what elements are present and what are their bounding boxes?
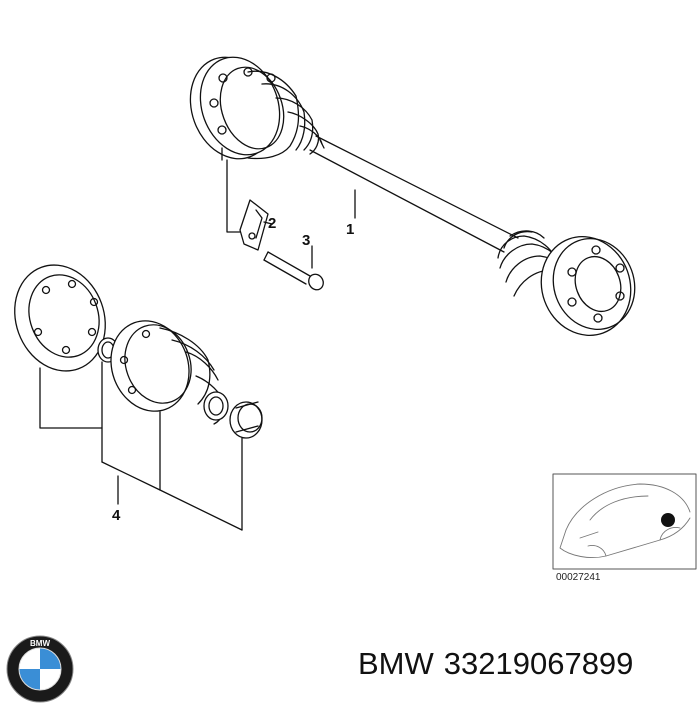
callout-3: 3 <box>302 232 310 249</box>
logo-text: BMW <box>30 639 50 648</box>
callout-4: 4 <box>112 507 121 524</box>
repair-kit <box>14 264 263 531</box>
bmw-roundel-icon: BMW <box>6 635 74 703</box>
footer-part-label: BMW 33219067899 <box>358 646 643 682</box>
lock-plate <box>239 199 273 251</box>
location-marker-icon <box>661 513 675 527</box>
vehicle-location-thumbnail <box>552 473 697 570</box>
thumbnail-code: 00027241 <box>556 572 601 583</box>
bolt <box>263 245 324 291</box>
drive-shaft <box>189 56 636 336</box>
callout-2: 2 <box>268 215 276 232</box>
footer-part-number: 33219067899 <box>443 646 634 681</box>
callout-1: 1 <box>346 221 354 238</box>
footer-brand: BMW <box>358 646 434 681</box>
